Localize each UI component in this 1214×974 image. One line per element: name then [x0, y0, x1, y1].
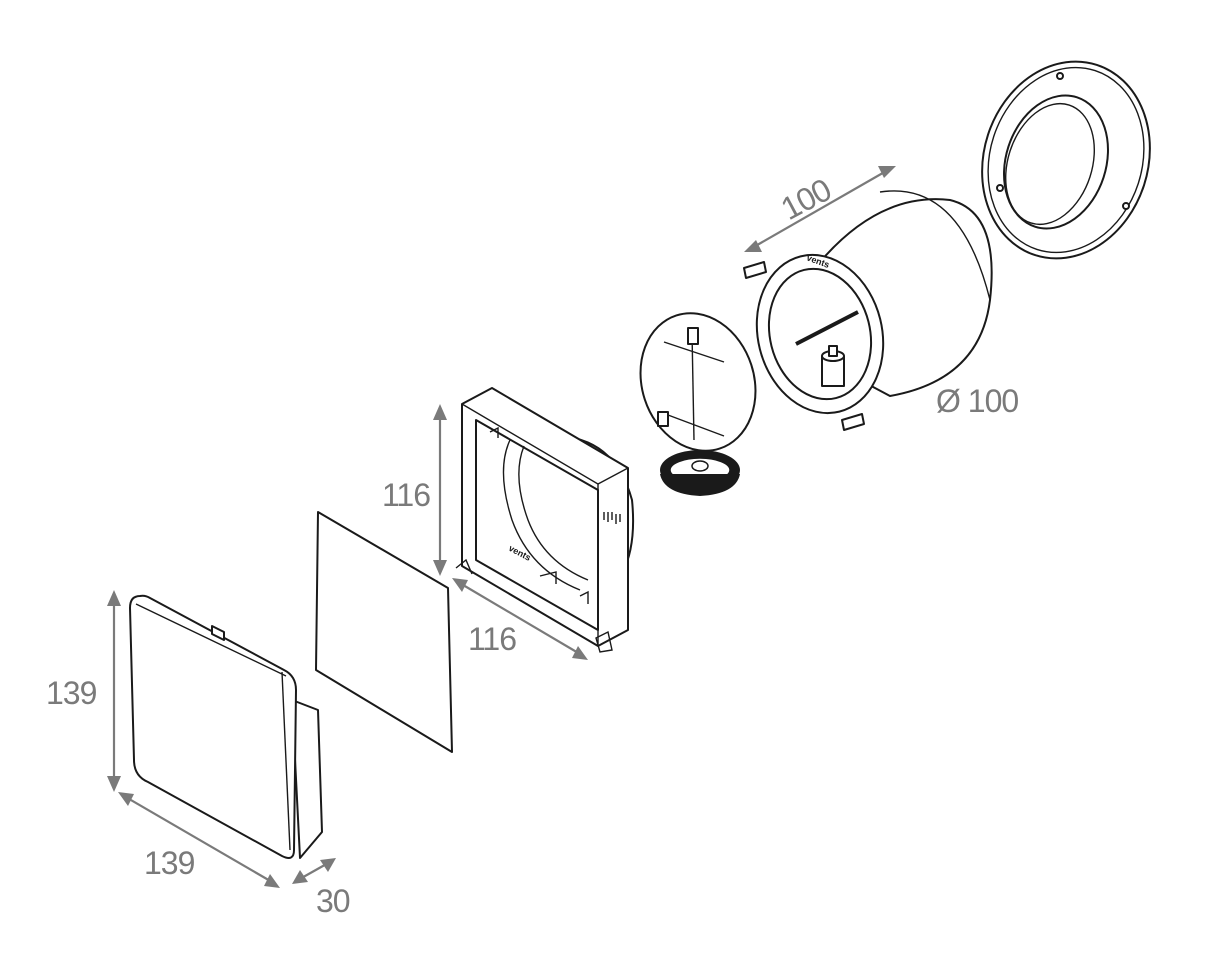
duct-diameter-label: Ø 100 [936, 383, 1018, 419]
duct-sleeve: vents [743, 190, 993, 431]
housing-width-label: 116 [468, 621, 516, 657]
front-cover-depth-label: 30 [316, 883, 350, 919]
front-cover-height-label: 139 [46, 675, 97, 711]
housing-height-label: 116 [382, 477, 430, 513]
cover-panel [315, 511, 453, 753]
duct-length-label: 100 [775, 171, 837, 227]
wall-ring [981, 60, 1151, 260]
back-draft-shutter [639, 312, 757, 496]
front-cover-width-label: 139 [144, 845, 195, 881]
housing-frame: vents [455, 387, 635, 653]
dimension-lines [107, 166, 896, 888]
front-cover [129, 594, 323, 859]
